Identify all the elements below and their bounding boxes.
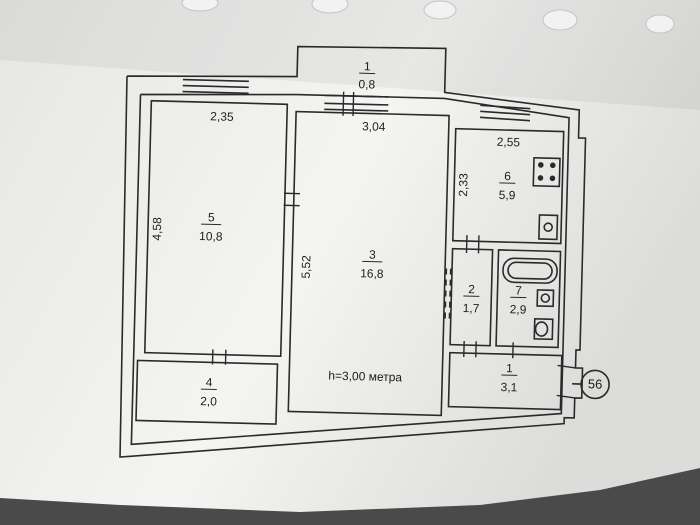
ceiling-height-label: h=3,00 метра [328, 368, 402, 384]
room-number: 7 [515, 283, 522, 297]
plan-labels: 1 0,8 5 10,8 3 16,8 6 5,9 2 1,7 7 2,9 4 … [150, 59, 603, 408]
room-number: 1 [364, 59, 371, 73]
dimension-label: 3,04 [362, 119, 386, 134]
kitchen-sink-icon [538, 214, 559, 241]
dimension-label: 2,35 [210, 109, 234, 124]
room-1-hall-outline [447, 351, 563, 411]
apartment-number: 56 [588, 376, 603, 391]
room-area: 0,8 [358, 77, 375, 91]
room-area: 16,8 [360, 266, 384, 281]
room-area: 1,7 [463, 301, 480, 315]
room-number: 2 [468, 282, 475, 296]
stove-icon [532, 156, 561, 188]
door-marks [211, 91, 576, 399]
room-number: 3 [369, 247, 376, 261]
washbasin-icon [536, 289, 555, 308]
room-area: 3,1 [500, 380, 517, 394]
room-6-outline [451, 127, 565, 245]
window-kitchen [479, 104, 531, 122]
door-dashes [443, 268, 453, 319]
room-7-outline [495, 249, 562, 349]
bathtub-icon [502, 257, 558, 284]
room-area: 2,0 [200, 394, 217, 408]
fraction-line [201, 223, 222, 226]
room-area: 5,9 [498, 188, 515, 202]
window-room5 [182, 78, 249, 95]
toilet-icon [533, 318, 554, 341]
binder-holes [181, 0, 675, 34]
dimension-label: 5,52 [299, 255, 314, 279]
fraction-line [362, 260, 383, 263]
room-number: 5 [208, 210, 215, 224]
room-area: 10,8 [199, 229, 223, 244]
floor-plan [119, 45, 610, 458]
room-4-outline [135, 359, 279, 425]
room-3-outline [287, 110, 450, 417]
window-room3 [324, 94, 389, 112]
dimension-label: 4,58 [150, 217, 165, 241]
dimension-label: 2,55 [497, 135, 521, 150]
room-number: 4 [205, 375, 212, 389]
dimension-label: 2,33 [456, 173, 471, 197]
outer-wall [119, 45, 587, 458]
room-number: 1 [506, 361, 513, 375]
room-number: 6 [504, 169, 511, 183]
inner-wall [130, 93, 570, 446]
photo-shadow [0, 0, 700, 110]
room-area: 2,9 [510, 302, 527, 316]
paper-sheet [0, 0, 700, 512]
